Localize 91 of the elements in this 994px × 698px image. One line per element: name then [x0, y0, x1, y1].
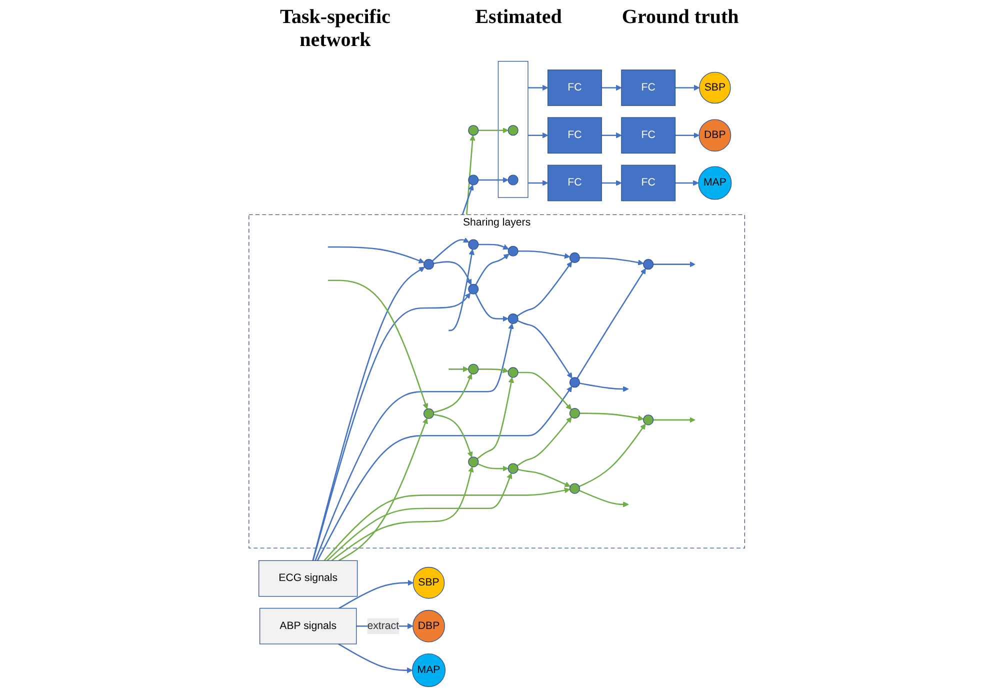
- node-circle: SBP: [699, 72, 731, 104]
- node-circle: DBP: [412, 610, 446, 642]
- arrow: [314, 323, 514, 561]
- node-circle: [468, 364, 479, 374]
- arrow: [317, 386, 572, 561]
- arrow: [312, 292, 471, 561]
- arrow: [462, 184, 474, 215]
- arrow: [312, 266, 426, 561]
- node-circle: [424, 259, 434, 270]
- arrow: [518, 372, 572, 410]
- node-circle: [643, 259, 654, 270]
- arrow: [432, 237, 470, 262]
- arrow: [517, 416, 572, 466]
- arrow: [580, 257, 644, 266]
- arrow: [475, 293, 509, 322]
- arrow: [434, 414, 473, 458]
- arrow: [328, 280, 428, 410]
- column-heading: Task-specific network: [279, 6, 392, 52]
- arrow: [654, 417, 696, 423]
- arrow: [576, 268, 646, 378]
- node-circle: DBP: [698, 119, 732, 152]
- arrow: [324, 487, 570, 562]
- node-circle: [508, 125, 519, 136]
- arrow: [528, 84, 548, 91]
- node-circle: [468, 125, 479, 136]
- node-circle: [508, 174, 519, 186]
- arrow: [675, 132, 700, 138]
- arrow: [478, 244, 510, 250]
- cluster: Sharing layers: [248, 214, 746, 548]
- arrow: [475, 254, 510, 286]
- node-circle: [468, 456, 479, 468]
- arrow: [675, 84, 700, 91]
- arrow: [478, 463, 509, 472]
- arrow: [434, 374, 472, 414]
- arrow: [518, 250, 570, 259]
- arrow: [328, 246, 425, 264]
- arrow: [654, 261, 696, 268]
- arrow: [326, 472, 512, 562]
- arrow: [448, 249, 475, 332]
- node-circle: [468, 174, 479, 186]
- node-circle: [508, 367, 519, 378]
- edge-label: extract: [367, 620, 400, 632]
- arrow: [579, 490, 629, 508]
- arrow: [528, 132, 548, 138]
- arrow: [518, 320, 572, 378]
- node-box: ECG signals: [258, 560, 358, 597]
- arrow: [478, 367, 509, 374]
- arrow: [338, 580, 414, 609]
- arrow: [338, 643, 413, 674]
- node-box: FC: [548, 117, 602, 154]
- node-circle: [570, 483, 580, 494]
- node-circle: [643, 414, 654, 426]
- arrow: [466, 135, 476, 215]
- node-circle: [508, 313, 519, 324]
- column-heading: Ground truth: [622, 6, 739, 30]
- arrow: [434, 261, 472, 285]
- arrow: [579, 424, 646, 488]
- node-circle: SBP: [413, 566, 445, 599]
- node-box: FC: [621, 70, 676, 106]
- node-circle: [570, 252, 580, 264]
- arrow: [602, 180, 622, 186]
- node-circle: [468, 239, 479, 250]
- arrow: [580, 412, 644, 421]
- arrow: [602, 132, 622, 138]
- arrow: [517, 262, 572, 317]
- node-circle: MAP: [412, 654, 446, 688]
- node-box: FC: [621, 164, 676, 202]
- arrow: [338, 418, 428, 562]
- arrow: [528, 180, 548, 186]
- node-circle: [570, 377, 580, 388]
- node-circle: [508, 463, 519, 474]
- node-box: ABP signals: [260, 608, 357, 644]
- node-circle: [468, 284, 479, 294]
- node-circle: MAP: [698, 166, 732, 200]
- arrow: [448, 366, 469, 372]
- node-circle: [570, 408, 580, 419]
- arrow: [331, 466, 474, 562]
- node-circle: [424, 408, 434, 419]
- column-heading: Estimated: [475, 6, 562, 30]
- node-box: FC: [548, 164, 602, 202]
- arrow: [518, 468, 571, 487]
- arrow: [478, 177, 509, 183]
- arrow: [675, 180, 699, 186]
- arrow: [580, 382, 629, 392]
- node-circle: [508, 246, 519, 256]
- node-box: FC: [621, 117, 676, 154]
- cluster: [498, 60, 528, 198]
- node-box: FC: [548, 70, 602, 106]
- arrow: [602, 84, 622, 91]
- arrow: [478, 127, 509, 134]
- arrow: [477, 377, 514, 460]
